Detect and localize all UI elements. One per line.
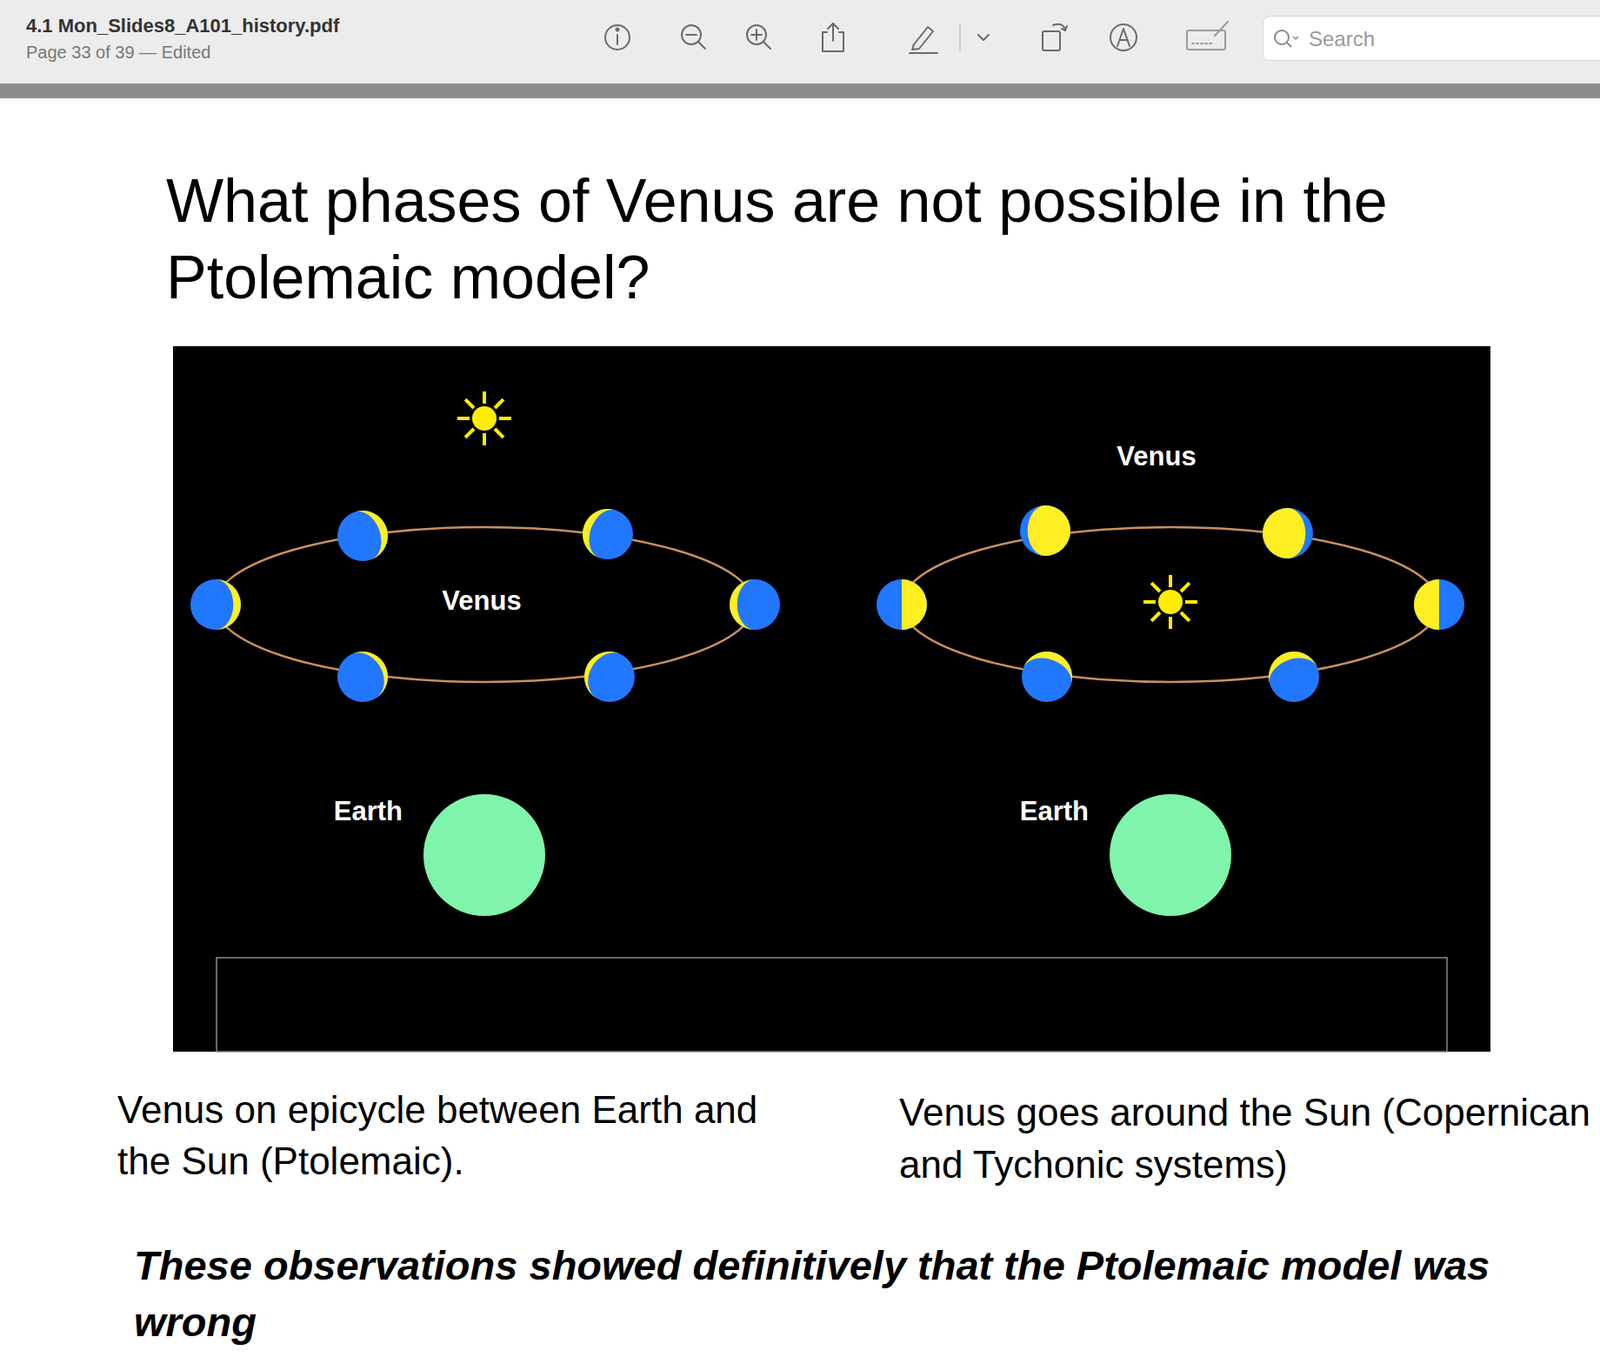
venus-phase — [575, 501, 634, 560]
toolbar-shadow-band — [0, 83, 1600, 99]
venus-phase — [1020, 505, 1071, 556]
toolbar-icons — [605, 21, 1228, 54]
sun-ray — [482, 433, 487, 446]
share-icon — [822, 23, 844, 52]
venus-lit-side — [729, 579, 755, 630]
conclusion-caption: These observations showed definitively t… — [133, 1236, 1560, 1350]
venus-lit-side — [1023, 644, 1080, 686]
earth-planet: Earth — [333, 793, 546, 916]
venus-phase — [337, 641, 398, 702]
venus-phase — [1262, 507, 1314, 559]
magnifier-lens — [1274, 30, 1289, 45]
venus-lit-side — [1262, 507, 1306, 559]
epicycle-orbit — [214, 526, 754, 682]
venus-phase — [1261, 644, 1320, 702]
venus-lit-side — [215, 579, 241, 630]
ptolemaic-caption: Venus on epicycle between Earth and the … — [117, 1083, 796, 1187]
rotate-icon — [1042, 24, 1067, 51]
venus-lit-side — [575, 501, 617, 558]
sun-ray — [482, 391, 487, 404]
venus-phase — [1021, 644, 1080, 702]
sun-ray — [465, 428, 474, 438]
sun-ray — [1180, 582, 1190, 592]
venus-dark-side — [1020, 505, 1071, 556]
sun-ray — [1168, 574, 1173, 587]
venus-phase — [729, 579, 780, 630]
search-chevron — [1293, 36, 1299, 40]
page-status: Page 33 of 39 — Edited — [26, 40, 211, 64]
magnifier-handle — [1286, 42, 1292, 47]
venus-lit-side — [1413, 579, 1440, 630]
venus-phase — [574, 641, 635, 702]
sun-symbols — [457, 391, 1198, 629]
info-icon — [605, 25, 630, 50]
venus-phase — [190, 579, 241, 630]
markup-icon — [1110, 24, 1137, 51]
venus-dark-side — [876, 579, 927, 630]
pen-icon — [909, 26, 938, 54]
earth-shape — [423, 793, 546, 916]
venus-label: Venus — [1116, 440, 1196, 474]
venus-dark-side — [190, 579, 241, 630]
venus-phase — [876, 579, 927, 630]
venus-phase — [337, 503, 395, 561]
sun-ray — [1168, 616, 1173, 629]
earth-planet: Earth — [1020, 793, 1232, 916]
earth-disc — [423, 793, 546, 916]
separator — [959, 24, 961, 51]
venus-lit-side — [1261, 644, 1318, 686]
venus-lit-side — [574, 641, 622, 699]
venus-lit-side — [1027, 505, 1071, 556]
venus-orbit — [901, 526, 1440, 682]
venus-dark-side — [1262, 507, 1314, 559]
sun-ray — [1180, 612, 1190, 621]
slide-title: What phases of Venus are not possible in… — [166, 162, 1558, 316]
search-placeholder: Search — [1308, 26, 1375, 52]
search-icon — [1268, 16, 1304, 62]
venus-dark-side — [1413, 579, 1465, 630]
earth-shape — [1109, 793, 1232, 916]
sun-ray — [1185, 600, 1198, 604]
chevron-icon — [978, 34, 989, 40]
earth-disc — [1109, 793, 1232, 916]
venus-lit-side — [901, 579, 927, 630]
sun-symbol — [457, 391, 512, 446]
sun-ray — [457, 416, 470, 420]
venus-phase — [1413, 579, 1465, 630]
sun-disc — [1158, 589, 1183, 614]
venus-phases — [190, 501, 1465, 702]
sun-ray — [494, 399, 504, 408]
search-box: Search — [1262, 15, 1600, 61]
zoom-out-icon — [681, 25, 706, 49]
venus-lit-side — [350, 641, 398, 699]
sun-disc — [472, 406, 497, 431]
earth-label: Earth — [333, 794, 403, 828]
sun-ray — [494, 428, 504, 438]
earth-label: Earth — [1020, 794, 1089, 828]
sun-ray — [465, 399, 474, 408]
sun-ray — [1151, 582, 1160, 592]
copernican-caption: Venus goes around the Sun (Copernican an… — [899, 1086, 1595, 1191]
sun-symbol — [1143, 574, 1198, 629]
signature-icon — [1186, 21, 1228, 50]
black-panel — [173, 346, 1491, 1052]
empty-box-outline — [216, 957, 1447, 1052]
file-name: 4.1 Mon_Slides8_A101_history.pdf — [26, 13, 340, 39]
venus-label: Venus — [441, 584, 521, 618]
sun-ray — [1143, 600, 1156, 604]
venus-lit-side — [353, 503, 395, 560]
sun-ray — [1151, 612, 1160, 621]
zoom-in-icon — [746, 25, 771, 49]
sun-ray — [499, 416, 512, 420]
venus-dark-side — [729, 579, 780, 630]
